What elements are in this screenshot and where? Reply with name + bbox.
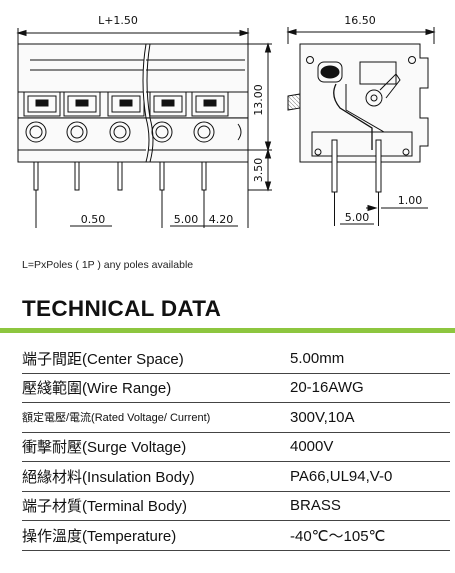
- spec-label: 操作溫度(Temperature): [22, 520, 284, 551]
- spec-label: 衝擊耐壓(Surge Voltage): [22, 432, 284, 462]
- dim-width-front: L+1.50: [98, 14, 138, 27]
- dim-height-body: 13.00: [252, 84, 265, 116]
- dim-pin-diameter: 1.00: [398, 194, 423, 207]
- dim-edge-offset: 0.50: [81, 213, 106, 226]
- spec-row: 絕緣材料(Insulation Body) PA66,UL94,V-0: [22, 461, 450, 492]
- spec-table: 端子間距(Center Space) 5.00mm 壓綫範圍(Wire Rang…: [22, 344, 450, 551]
- spec-label: 絕緣材料(Insulation Body): [22, 461, 284, 492]
- spec-row: 操作溫度(Temperature) -40℃～105℃: [22, 520, 450, 551]
- spec-row: 壓綫範圍(Wire Range) 20-16AWG: [22, 373, 450, 403]
- dim-pitch: 5.00: [174, 213, 199, 226]
- spec-label: 端子間距(Center Space): [22, 344, 284, 374]
- screw-circles: [25, 121, 242, 143]
- poles-note: L=PxPoles ( 1P ) any poles available: [22, 259, 194, 271]
- dim-pin-length: 3.50: [252, 158, 265, 183]
- spec-label: 端子材質(Terminal Body): [22, 491, 284, 521]
- spec-value: BRASS: [284, 491, 450, 521]
- spec-value: 300V,10A: [284, 402, 450, 433]
- side-view: [286, 27, 436, 226]
- spec-value: 5.00mm: [284, 344, 450, 374]
- dim-width-side: 16.50: [344, 14, 376, 27]
- spec-row: 端子間距(Center Space) 5.00mm: [22, 344, 450, 374]
- spec-row: 端子材質(Terminal Body) BRASS: [22, 491, 450, 521]
- spec-label: 額定電壓/電流(Rated Voltage/ Current): [22, 402, 284, 433]
- wire-windows: [23, 91, 229, 117]
- pins-front: [33, 161, 207, 191]
- dim-pin-offset: 4.20: [209, 213, 234, 226]
- spec-value: PA66,UL94,V-0: [284, 461, 450, 492]
- spec-value: -40℃～105℃: [284, 520, 450, 551]
- front-view: [16, 28, 272, 228]
- section-title: TECHNICAL DATA: [22, 296, 222, 321]
- spec-row: 額定電壓/電流(Rated Voltage/ Current) 300V,10A: [22, 402, 450, 433]
- spec-value: 4000V: [284, 432, 450, 462]
- spec-label: 壓綫範圍(Wire Range): [22, 373, 284, 403]
- spec-value: 20-16AWG: [284, 373, 450, 403]
- dim-side-pitch: 5.00: [345, 211, 370, 224]
- technical-drawing: L+1.50 13.00 3.50 0.50 5.00 4.20: [16, 14, 436, 228]
- accent-bar: [0, 328, 455, 333]
- spec-row: 衝擊耐壓(Surge Voltage) 4000V: [22, 432, 450, 462]
